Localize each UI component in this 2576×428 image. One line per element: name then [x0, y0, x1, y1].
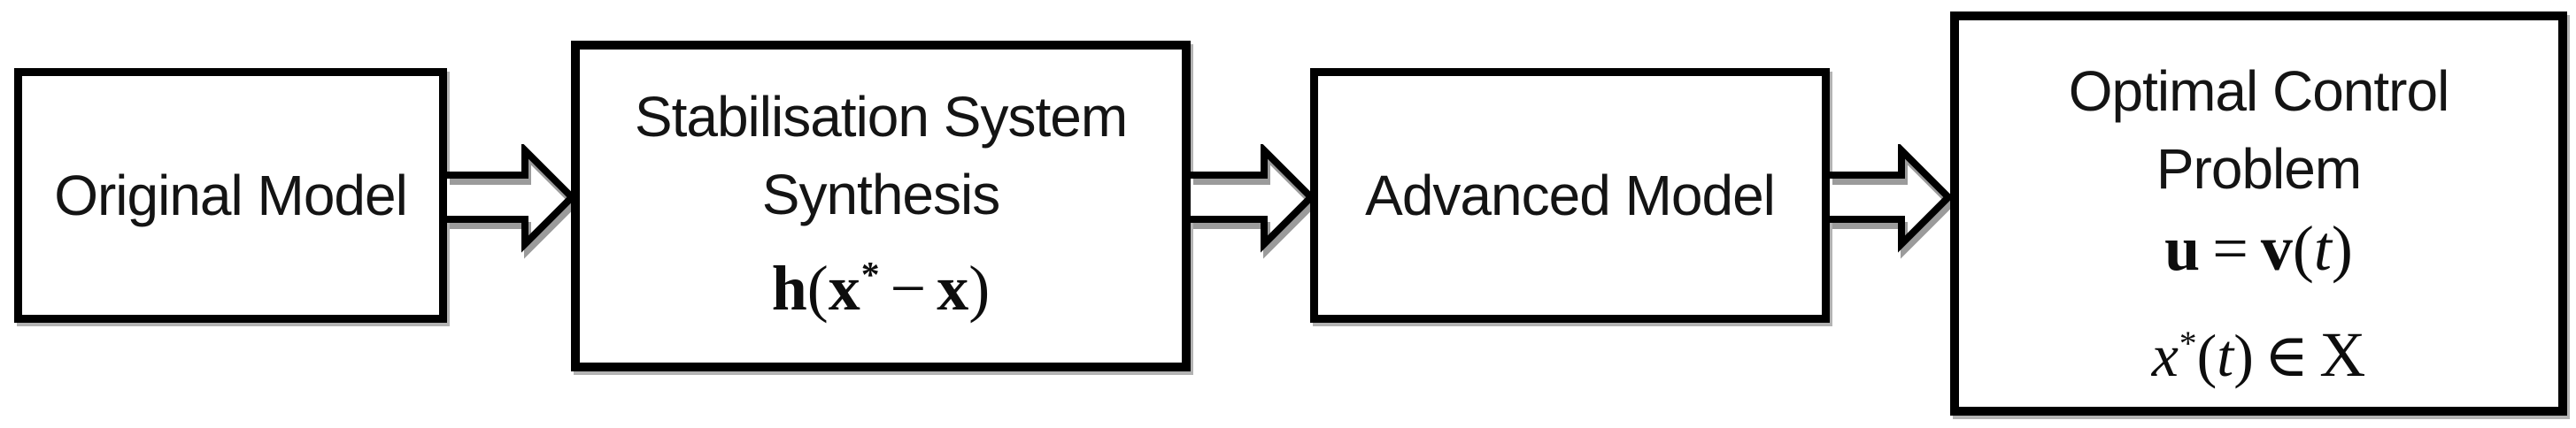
block-arrow-right-icon [1830, 144, 1955, 259]
box-label-optimal-line2: Problem [2156, 137, 2362, 201]
formula-superscript-star: * [860, 255, 880, 296]
block-arrow-right-icon [1191, 144, 1318, 259]
formula-x: x [2151, 322, 2179, 389]
block-arrow-right-icon [447, 144, 578, 259]
formula-stabilising-control: h(x*−x) [772, 242, 991, 334]
formula-element-of: ∈ [2264, 322, 2310, 389]
formula-control-law: u=v(t) [2164, 208, 2353, 289]
formula-v: v [2260, 213, 2293, 284]
box-optimal-control-problem: Optimal Control Problem u=v(t) x*(t)∈X [1950, 11, 2567, 416]
box-label-stabilisation-line2: Synthesis [761, 163, 1000, 226]
formula-open-paren: ( [2292, 213, 2314, 284]
formula-minus: − [890, 253, 927, 324]
box-original-model: Original Model [14, 68, 447, 323]
box-stabilisation-system-synthesis: Stabilisation System Synthesis h(x*−x) [571, 41, 1191, 371]
formula-state-constraint: x*(t)∈X [2152, 312, 2366, 398]
formula-set-X: X [2319, 319, 2366, 390]
box-advanced-model: Advanced Model [1310, 68, 1830, 323]
formula-var1: x [828, 253, 860, 324]
formula-close-paren: ) [2233, 322, 2254, 389]
formula-open-paren: ( [806, 253, 829, 324]
formula-superscript-star: * [2179, 323, 2197, 363]
box-label-original-model: Original Model [54, 164, 408, 227]
formula-open-paren: ( [2196, 322, 2217, 389]
box-label-stabilisation-line1: Stabilisation System [634, 85, 1128, 149]
formula-t: t [2313, 213, 2332, 284]
box-label-advanced-model: Advanced Model [1365, 164, 1776, 227]
box-label-optimal-line1: Optimal Control [2068, 59, 2450, 123]
formula-t: t [2217, 322, 2234, 389]
formula-close-paren: ) [2331, 213, 2353, 284]
formula-equals: = [2212, 213, 2248, 284]
formula-var2: x [937, 253, 969, 324]
formula-fn: h [771, 253, 807, 324]
formula-close-paren: ) [968, 253, 991, 324]
formula-u: u [2164, 213, 2201, 284]
